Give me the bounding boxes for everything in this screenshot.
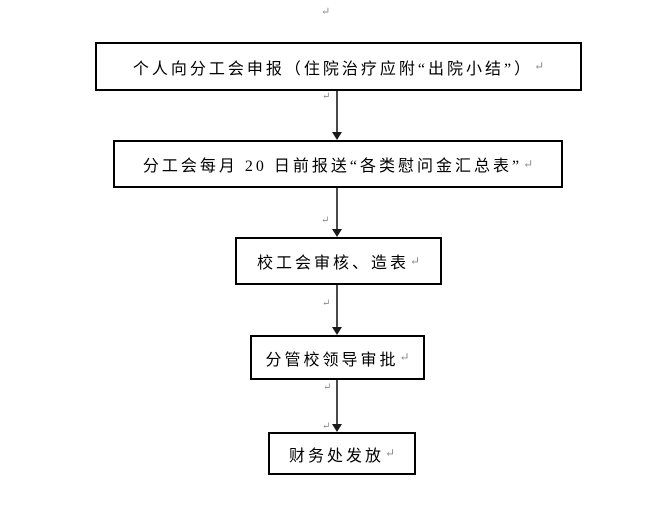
paragraph-return-icon: ↵ bbox=[409, 253, 421, 268]
flow-step-label: 分管校领导审批 bbox=[265, 351, 399, 369]
paragraph-return-icon: ↵ bbox=[321, 215, 330, 226]
paragraph-return-icon: ↵ bbox=[322, 298, 331, 309]
flow-step-label: 个人向分工会申报（住院治疗应附“出院小结”） bbox=[132, 60, 534, 78]
arrow-shaft bbox=[336, 285, 338, 327]
paragraph-return-icon: ↵ bbox=[534, 59, 545, 73]
flow-arrow-down bbox=[332, 380, 342, 432]
paragraph-return-icon: ↵ bbox=[384, 446, 396, 460]
paragraph-return-icon: ↵ bbox=[321, 6, 331, 18]
paragraph-return-icon: ↵ bbox=[323, 382, 332, 393]
flow-step-label: 分工会每月 20 日前报送“各类慰问金汇总表” bbox=[142, 158, 523, 175]
arrow-shaft bbox=[336, 380, 338, 424]
flow-arrow-down bbox=[332, 188, 342, 237]
flow-arrow-down bbox=[332, 91, 342, 140]
flow-arrow-down bbox=[332, 285, 342, 335]
flow-step-leader-approval: 分管校领导审批↵ bbox=[250, 335, 425, 380]
paragraph-return-icon: ↵ bbox=[523, 156, 534, 171]
paragraph-return-icon: ↵ bbox=[399, 350, 410, 364]
arrow-head-icon bbox=[332, 229, 342, 237]
flow-step-personal-application: 个人向分工会申报（住院治疗应附“出院小结”）↵ bbox=[95, 42, 582, 91]
arrow-shaft bbox=[336, 188, 338, 229]
flow-step-label: 校工会审核、造表 bbox=[256, 255, 409, 272]
paragraph-return-icon: ↵ bbox=[322, 91, 331, 102]
flow-step-university-union-review: 校工会审核、造表↵ bbox=[235, 237, 442, 285]
paragraph-return-icon: ↵ bbox=[322, 421, 331, 432]
arrow-head-icon bbox=[332, 424, 342, 432]
flow-step-finance-disbursement: 财务处发放↵ bbox=[268, 432, 416, 475]
flow-step-branch-union-report: 分工会每月 20 日前报送“各类慰问金汇总表”↵ bbox=[113, 140, 563, 188]
arrow-head-icon bbox=[332, 327, 342, 335]
arrow-head-icon bbox=[332, 132, 342, 140]
flow-step-label: 财务处发放 bbox=[288, 447, 384, 465]
arrow-shaft bbox=[336, 91, 338, 132]
